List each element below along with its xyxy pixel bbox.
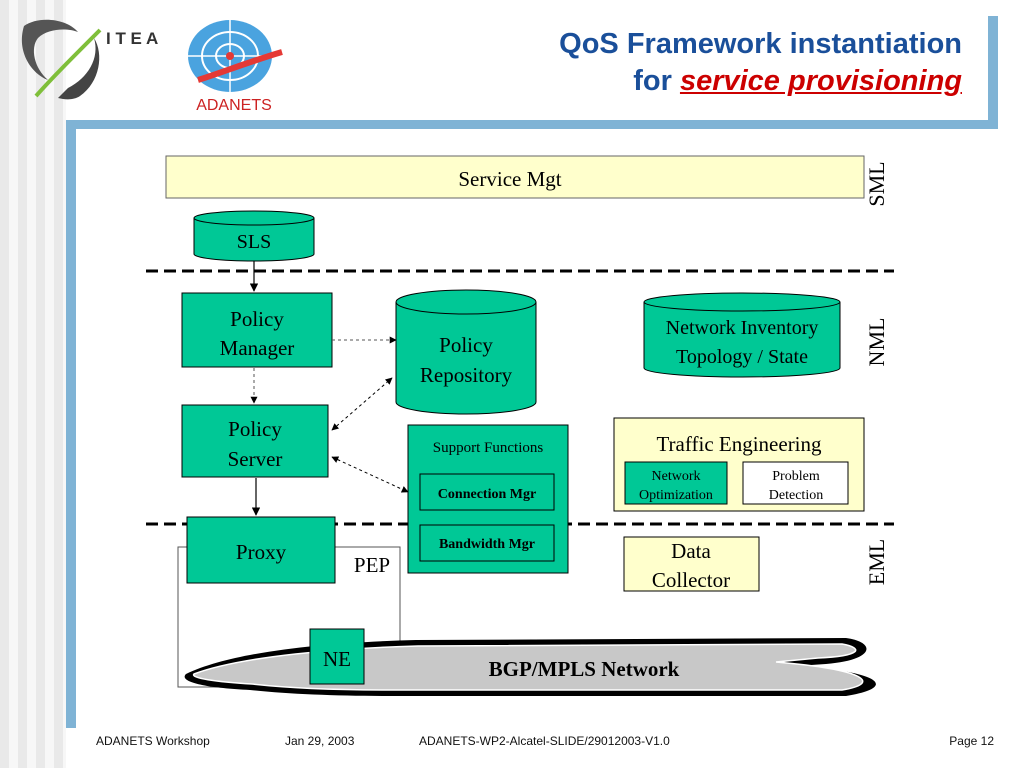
itea-logo: I T E A	[21, 19, 158, 100]
logo-area: I T E A ADANETS	[21, 19, 283, 114]
policy-repository-line2: Repository	[420, 363, 513, 387]
sls-database: SLS	[193, 210, 315, 262]
bandwidth-mgr-box	[419, 524, 555, 562]
title-line-2: for service provisioning	[559, 63, 962, 100]
service-mgt-label: Service Mgt	[458, 167, 561, 191]
network-optimization-line2: Optimization	[639, 488, 713, 503]
support-functions-label: Support Functions	[433, 440, 544, 456]
title-line-1: QoS Framework instantiation	[559, 28, 962, 60]
policy-repository-line1: Policy	[439, 333, 493, 357]
title-emphasis: service provisioning	[679, 65, 962, 97]
ne-label: NE	[323, 647, 351, 671]
policy-manager-line2: Manager	[220, 336, 295, 360]
policy-repository-database: Policy Repository	[395, 289, 537, 415]
problem-detection-box	[742, 461, 849, 505]
layer-label-sml: SML	[864, 161, 889, 206]
connection-mgr-box	[419, 473, 555, 511]
proxy-label: Proxy	[236, 540, 287, 564]
problem-detection-line1: Problem	[772, 469, 820, 484]
connection-mgr-label: Connection Mgr	[438, 487, 536, 502]
adanets-logo: ADANETS	[188, 20, 283, 114]
service-mgt-box	[165, 155, 865, 199]
pep-label: PEP	[354, 553, 390, 577]
sls-label: SLS	[237, 231, 271, 253]
footer-workshop: ADANETS Workshop	[96, 734, 210, 748]
bgp-mpls-network-cloud: BGP/MPLS Network	[184, 638, 876, 696]
data-collector-line2: Collector	[652, 568, 730, 592]
right-frame-bar	[988, 16, 998, 128]
arrow-server-repository	[331, 377, 393, 431]
network-inventory-line1: Network Inventory	[666, 317, 819, 339]
traffic-engineering-label: Traffic Engineering	[656, 432, 822, 456]
network-optimization-box	[624, 461, 728, 505]
ne-box	[309, 628, 365, 685]
qos-framework-diagram: SML NML EML Service Mgt SLS Policy Manag…	[146, 144, 894, 704]
adanets-wordmark: ADANETS	[196, 97, 272, 114]
data-collector-box	[623, 536, 760, 592]
bgp-mpls-network-label: BGP/MPLS Network	[489, 657, 680, 681]
header-divider-bar	[66, 120, 998, 129]
left-stripe-decoration	[0, 0, 66, 768]
arrow-server-support-functions	[331, 456, 409, 493]
policy-manager-line1: Policy	[230, 307, 284, 331]
policy-manager-box	[181, 292, 333, 368]
network-optimization-line1: Network	[652, 469, 701, 484]
network-inventory-database: Network Inventory Topology / State	[643, 292, 841, 378]
footer-page-number: Page 12	[949, 734, 994, 748]
layer-label-eml: EML	[864, 539, 889, 585]
title-for: for	[633, 65, 672, 97]
footer-doc-id: ADANETS-WP2-Alcatel-SLIDE/29012003-V1.0	[419, 734, 670, 748]
network-inventory-line2: Topology / State	[676, 346, 808, 368]
policy-server-line1: Policy	[228, 417, 282, 441]
policy-server-line2: Server	[228, 447, 283, 471]
policy-server-box	[181, 404, 329, 478]
bandwidth-mgr-label: Bandwidth Mgr	[439, 537, 535, 552]
data-collector-line1: Data	[671, 539, 711, 563]
layer-label-nml: NML	[864, 318, 889, 367]
left-frame-bar	[66, 124, 76, 728]
problem-detection-line2: Detection	[769, 488, 823, 503]
itea-wordmark: I T E A	[106, 29, 158, 48]
proxy-box	[186, 516, 336, 584]
slide-title: QoS Framework instantiation for service …	[559, 26, 962, 100]
footer-date: Jan 29, 2003	[285, 734, 355, 748]
